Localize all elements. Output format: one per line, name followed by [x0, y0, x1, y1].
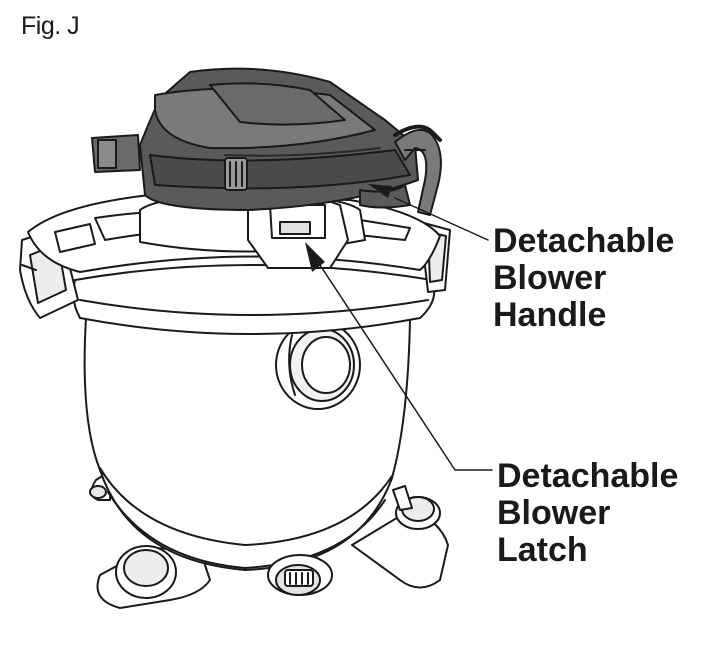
callout-handle-line-2: Blower	[493, 259, 607, 297]
callout-detachable-blower-latch: Detachable Blower Latch	[497, 458, 678, 569]
callout-latch-line-2: Blower	[497, 494, 611, 532]
blower-power-head	[91, 67, 442, 216]
figure-label: Fig. J	[21, 12, 80, 40]
handle-leader-line	[368, 184, 489, 241]
detachable-blower-latch	[247, 197, 349, 269]
callout-detachable-blower-handle: Detachable Blower Handle	[493, 223, 674, 334]
hose-inlet	[275, 320, 361, 410]
detachable-blower-handle	[359, 128, 442, 216]
caster-feet	[89, 469, 449, 609]
latch-leader-line	[305, 242, 493, 471]
callout-latch-line-1: Detachable	[497, 457, 679, 495]
callout-handle-line-3: Handle	[493, 296, 607, 334]
drain-cap	[267, 554, 333, 596]
callout-handle-line-1: Detachable	[493, 222, 675, 260]
callout-latch-line-3: Latch	[497, 531, 588, 569]
